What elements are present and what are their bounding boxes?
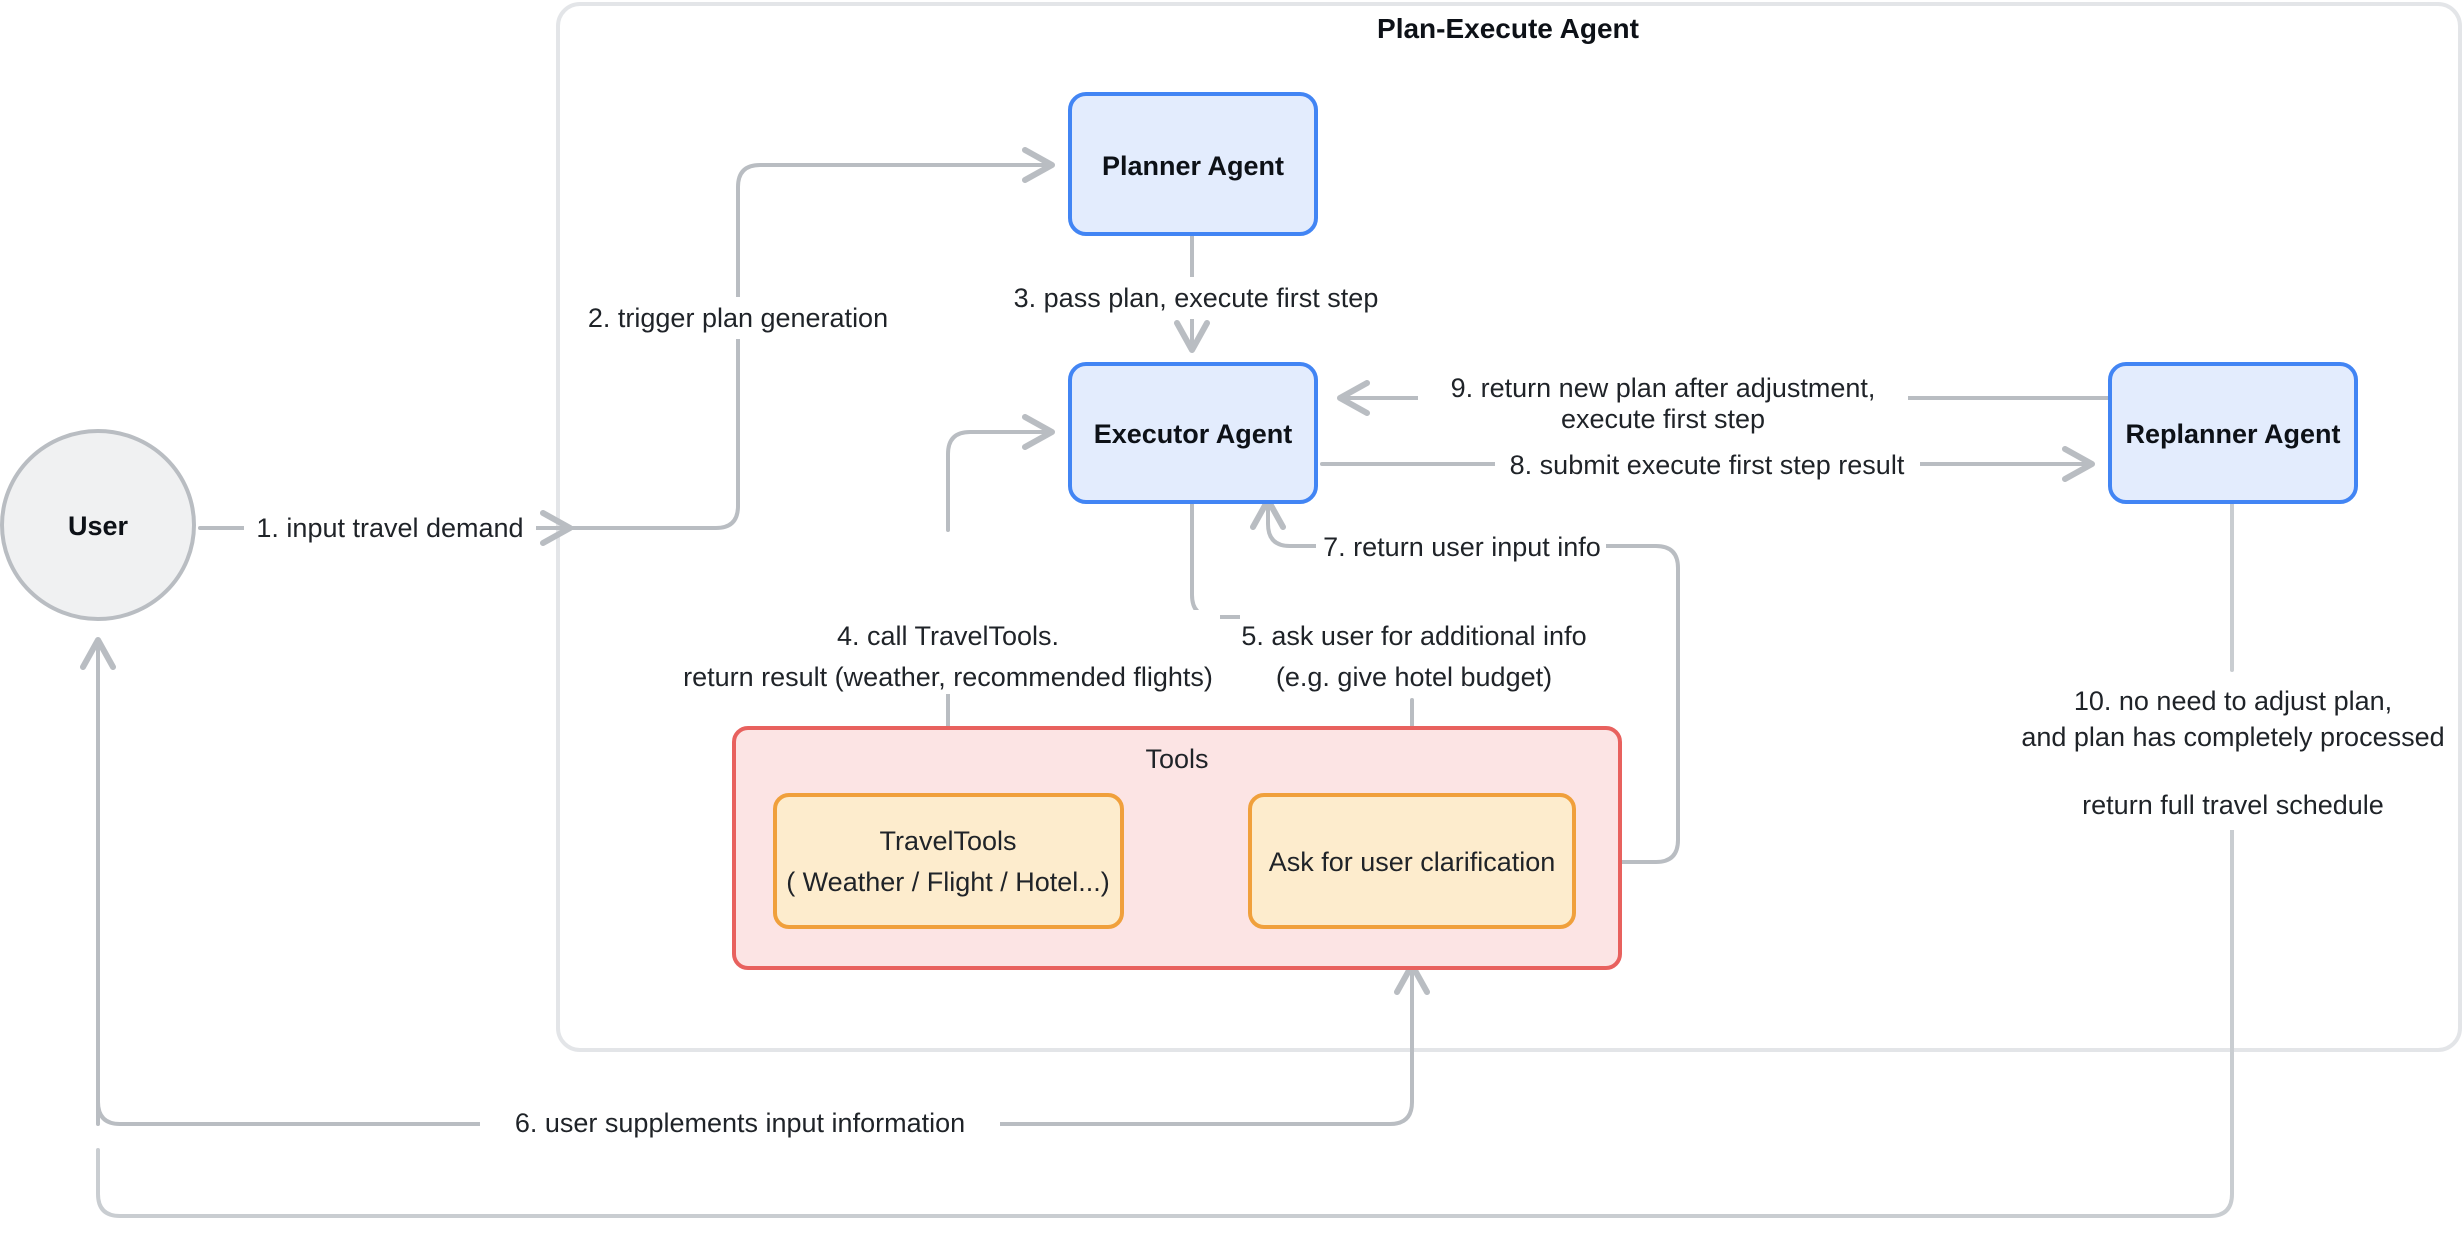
edge-6-label-bg [480,1102,1000,1144]
edge-9-label-line1: 9. return new plan after adjustment, [1451,373,1876,403]
edge-10-label-line1: 10. no need to adjust plan, [2074,686,2392,716]
edge-7-label: 7. return user input info [1323,532,1601,562]
executor-agent-label: Executor Agent [1094,419,1293,449]
travel-tools-label-line1: TravelTools [879,826,1016,856]
edge-9-label-bg [1418,362,1908,446]
edge-5-label-bg [1240,610,1588,694]
ask-clarification-node[interactable] [1248,793,1576,929]
edge-1-label: 1. input travel demand [256,513,523,543]
edge-6-path-right [998,962,1430,1126]
user-node-label: User [68,511,129,541]
executor-agent-node[interactable] [1068,362,1318,504]
edge-10-label-bg [2015,672,2451,830]
edge-4-label-bg [678,610,1220,694]
travel-tools-label-line2: ( Weather / Flight / Hotel...) [786,867,1110,897]
edge-1-label-bg [244,507,536,549]
edge-10-path-bottom [96,828,2234,1218]
edge-5-label-line1: 5. ask user for additional info [1241,621,1586,651]
edge-8-label: 8. submit execute first step result [1510,450,1905,480]
tools-group-label: Tools [1145,744,1208,774]
edge-2-path [568,147,1055,530]
edge-5-label-line2: (e.g. give hotel budget) [1276,662,1552,692]
travel-tools-node[interactable] [773,793,1124,929]
edge-7-path-right [1572,544,1680,864]
planner-agent-label: Planner Agent [1102,151,1284,181]
edge-2-label: 2. trigger plan generation [588,303,888,333]
edge-6-label: 6. user supplements input information [515,1108,965,1138]
edge-3-label-bg [1006,277,1386,319]
edge-4-label-line2: return result (weather, recommended flig… [683,662,1213,692]
planner-agent-node[interactable] [1068,92,1318,236]
user-node[interactable] [0,429,196,621]
edge-3-label: 3. pass plan, execute first step [1014,283,1379,313]
edge-4-label-line1: 4. call TravelTools. [837,621,1059,651]
plan-execute-agent-title: Plan-Execute Agent [1377,13,1639,44]
edge-10-label-line2: and plan has completely processed [2021,722,2444,752]
edge-2-label-bg [580,297,900,339]
edge-7-path-left [1250,497,1324,548]
edge-8-label-bg [1495,444,1920,486]
replanner-agent-label: Replanner Agent [2125,419,2340,449]
edge-6-path [96,1093,482,1126]
ask-clarification-label: Ask for user clarification [1269,847,1556,877]
edge-10-label-line3: return full travel schedule [2082,790,2384,820]
edge-9-label-line2: execute first step [1561,404,1765,434]
edge-7-label-bg [1316,526,1606,568]
replanner-agent-node[interactable] [2108,362,2358,504]
edge-4-arrow-into-executor [946,414,1055,532]
